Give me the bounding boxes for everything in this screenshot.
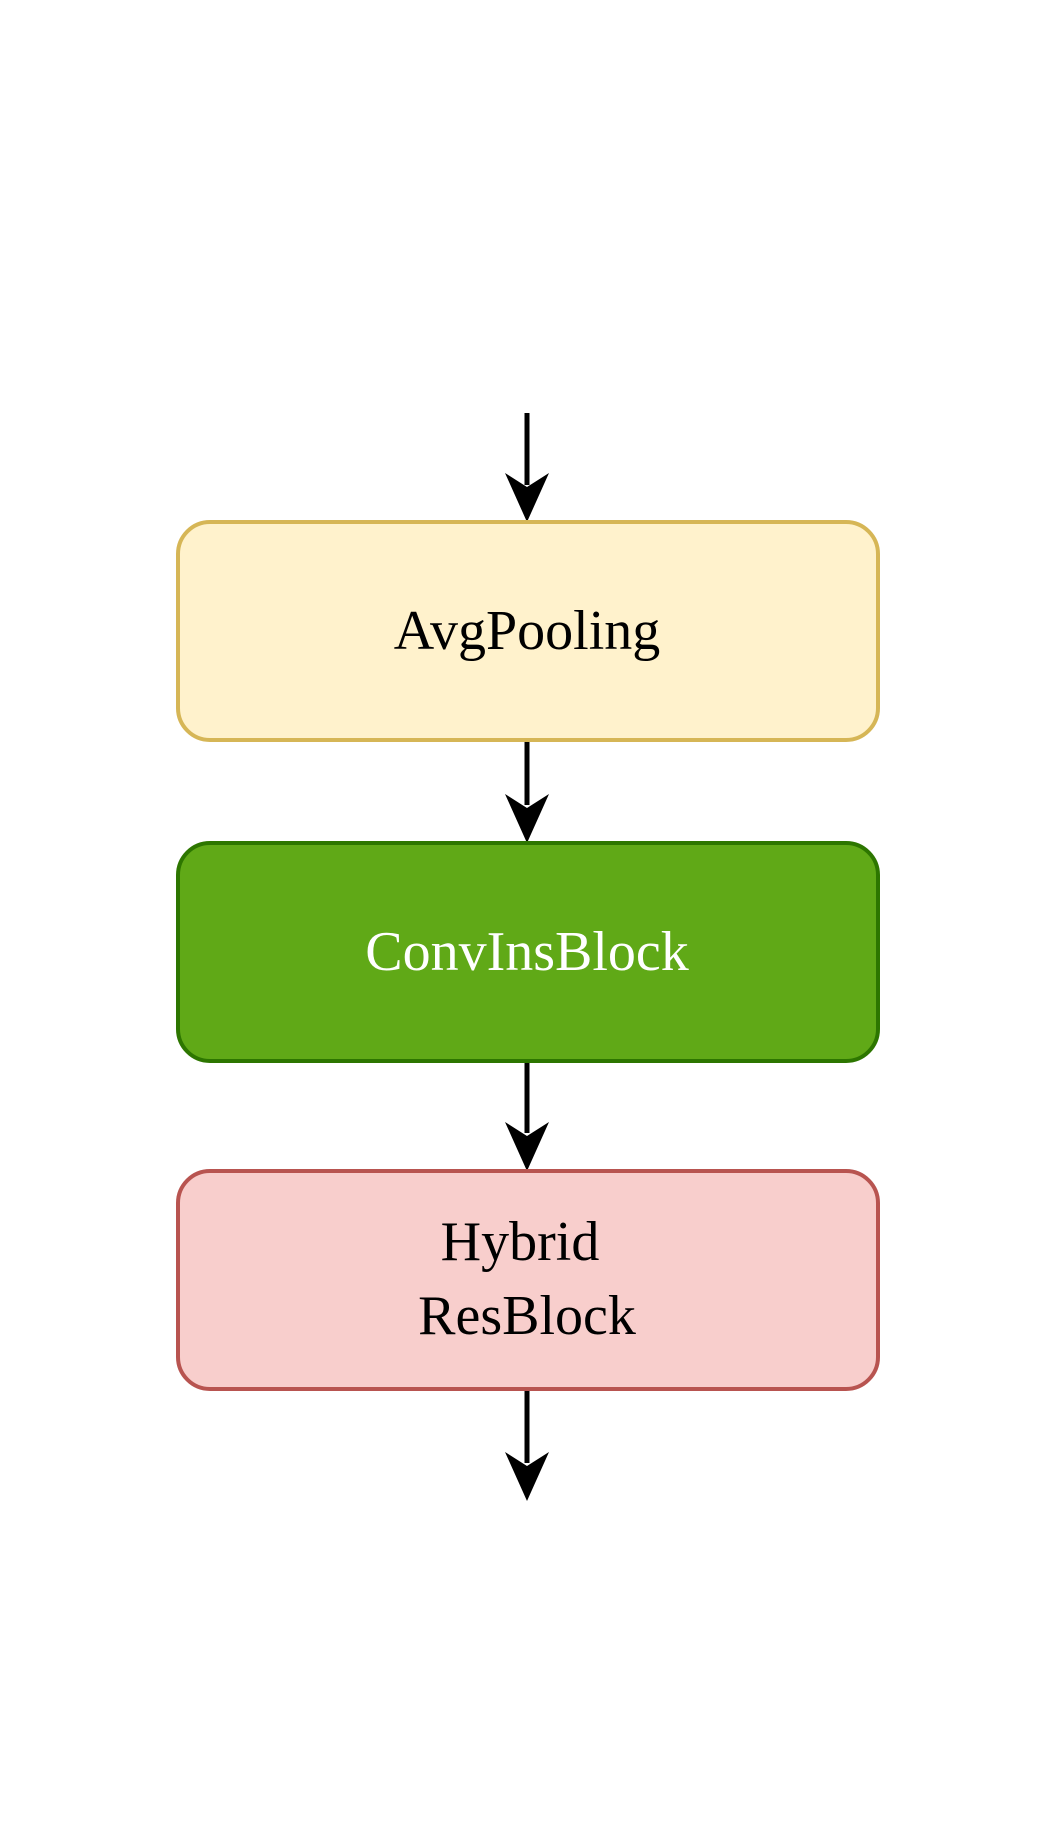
hybrid-resblock-node[interactable]: Hybrid ResBlock: [176, 1169, 880, 1391]
convinsblock-label-line-1: ConvInsBlock: [365, 921, 689, 983]
hybrid-resblock-label: Hybrid ResBlock: [418, 1211, 636, 1347]
arrow-2-head: [505, 1122, 549, 1171]
arrow-1-head: [505, 794, 549, 843]
convinsblock-node[interactable]: ConvInsBlock: [176, 841, 880, 1063]
output-arrow: [505, 1391, 549, 1501]
hybrid-resblock-label-line-1: Hybrid: [441, 1211, 600, 1273]
avgpooling-label-line-1: AvgPooling: [394, 600, 661, 662]
hybrid-resblock-box: [176, 1169, 880, 1391]
input-arrow: [505, 413, 549, 522]
convinsblock-box: [176, 841, 880, 1063]
avgpooling-label: AvgPooling: [394, 600, 661, 662]
arrow-avgpooling-to-convinsblock: [505, 742, 549, 843]
hybrid-resblock-label-line-2: ResBlock: [418, 1285, 636, 1347]
avgpooling-box: [176, 520, 880, 742]
avgpooling-node[interactable]: AvgPooling: [176, 520, 880, 742]
arrow-convinsblock-to-hybrid-resblock: [505, 1063, 549, 1171]
input-arrow-head: [505, 473, 549, 522]
output-arrow-head: [505, 1452, 549, 1501]
convinsblock-label: ConvInsBlock: [365, 921, 689, 983]
